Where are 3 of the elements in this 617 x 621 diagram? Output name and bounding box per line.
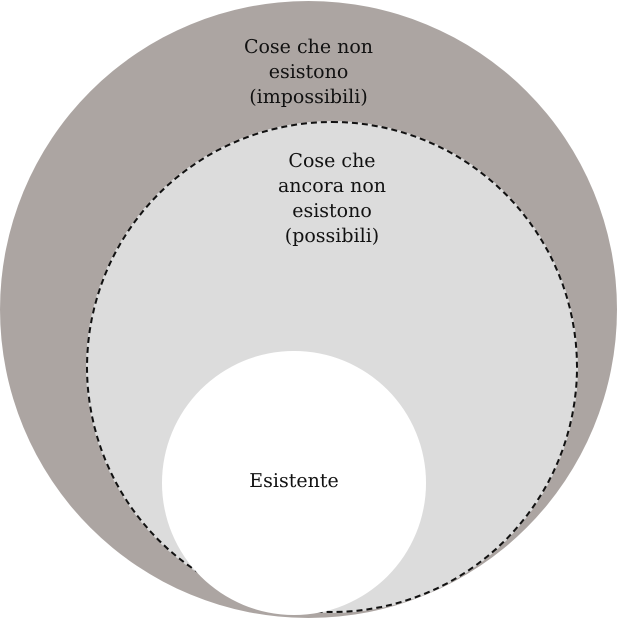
circle-label: Esistente [248, 469, 340, 494]
circle-label: Cose che ancora non esistono (possibili) [276, 149, 387, 249]
circle-label: Cose che non esistono (impossibili) [242, 35, 374, 110]
